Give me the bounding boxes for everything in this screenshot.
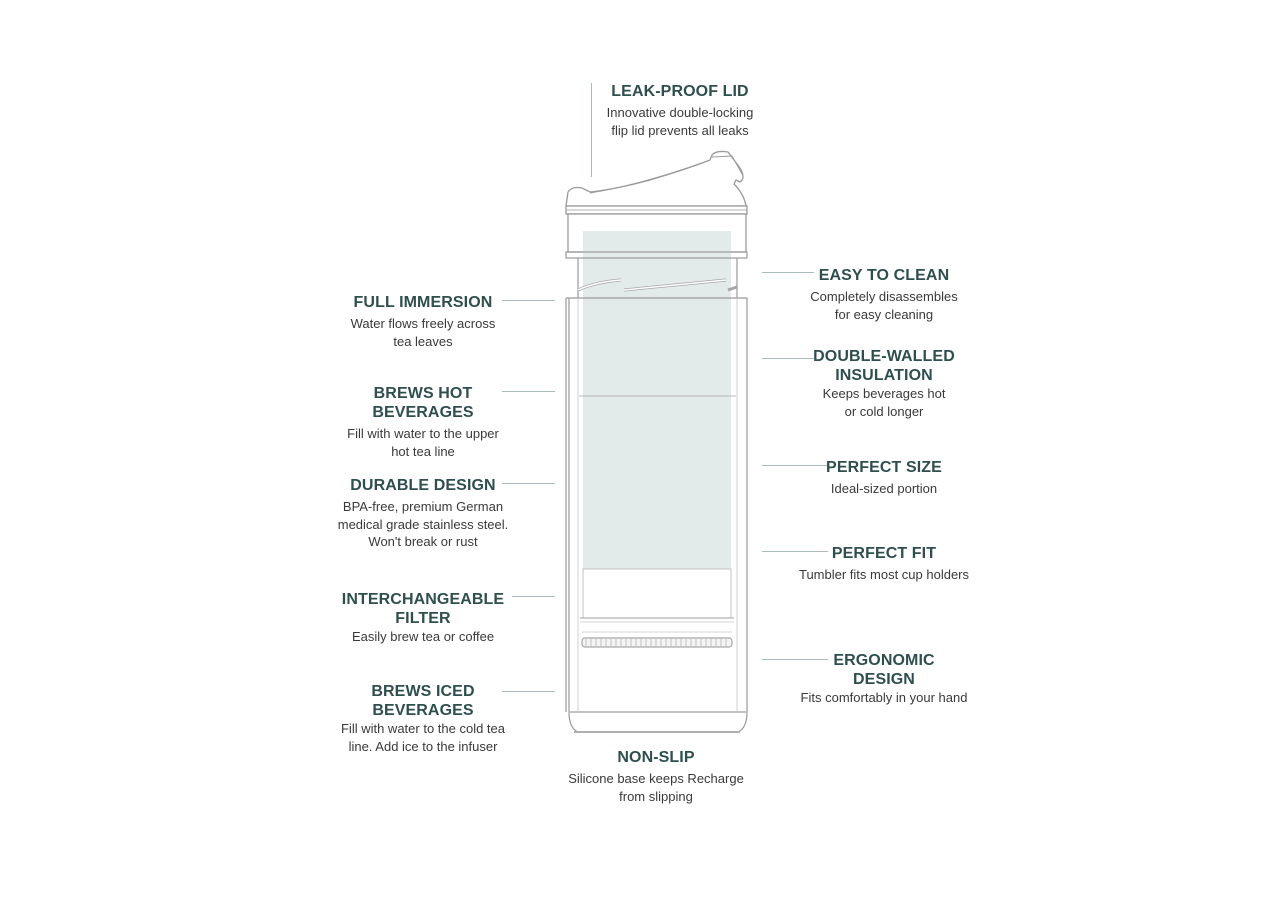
- callout-title: ERGONOMIC DESIGN: [774, 651, 994, 689]
- desc-line: Won't break or rust: [368, 534, 478, 549]
- title-line: INSULATION: [835, 367, 933, 384]
- desc-line: for easy cleaning: [834, 306, 934, 322]
- desc-line: hot tea line: [391, 443, 455, 459]
- desc-line: medical grade stainless steel.: [337, 516, 509, 532]
- desc-line: Fill with water to the cold tea: [340, 721, 506, 736]
- desc-line: Completely disassembles: [810, 289, 958, 304]
- callout-perfect-size: PERFECT SIZE Ideal-sized portion: [774, 458, 994, 498]
- desc-line: flip lid prevents all leaks: [611, 122, 749, 138]
- filter-ring: [581, 637, 733, 648]
- callout-brews-iced: BREWS ICED BEVERAGES Fill with water to …: [313, 682, 533, 755]
- callout-title: DOUBLE-WALLED INSULATION: [774, 347, 994, 385]
- desc-line: from slipping: [619, 788, 693, 804]
- title-line: INTERCHANGEABLE: [341, 591, 505, 608]
- desc-line: Innovative double-locking: [606, 105, 754, 120]
- title-line: BREWS HOT: [373, 385, 473, 402]
- leader-line-full-immersion: [502, 300, 555, 301]
- title-line: BEVERAGES: [372, 404, 474, 421]
- leader-line-perfect-fit: [762, 551, 828, 552]
- title-line: BREWS ICED: [371, 683, 475, 700]
- leader-line-ergonomic: [762, 659, 828, 660]
- callout-ergonomic-design: ERGONOMIC DESIGN Fits comfortably in you…: [774, 651, 994, 707]
- leader-line-double-walled: [762, 358, 814, 359]
- desc-line: Fits comfortably in your hand: [800, 690, 968, 705]
- leader-line-brews-iced: [502, 691, 555, 692]
- callout-title: PERFECT FIT: [831, 545, 937, 562]
- callout-description: Fits comfortably in your hand: [774, 689, 994, 707]
- callout-double-walled-insulation: DOUBLE-WALLED INSULATION Keeps beverages…: [774, 347, 994, 420]
- callout-description: Fill with water to the cold tea line. Ad…: [313, 720, 533, 755]
- leader-line-brews-hot: [502, 391, 555, 392]
- desc-line: or cold longer: [844, 403, 924, 419]
- desc-line: Tumbler fits most cup holders: [798, 567, 970, 582]
- callout-title: PERFECT SIZE: [826, 459, 942, 476]
- callout-description: Easily brew tea or coffee: [313, 628, 533, 646]
- desc-line: Water flows freely across: [350, 316, 496, 331]
- flip-lid: [565, 150, 747, 207]
- callout-description: Fill with water to the upper hot tea lin…: [323, 425, 523, 460]
- callout-title: INTERCHANGEABLE FILTER: [313, 590, 533, 628]
- callout-title: DURABLE DESIGN: [350, 477, 496, 494]
- callout-brews-hot: BREWS HOT BEVERAGES Fill with water to t…: [323, 384, 523, 460]
- callout-non-slip: NON-SLIP Silicone base keeps Recharge fr…: [546, 748, 766, 805]
- callout-full-immersion: FULL IMMERSION Water flows freely across…: [323, 293, 523, 350]
- desc-line: Silicone base keeps Recharge: [568, 771, 744, 786]
- title-line: DESIGN: [853, 671, 915, 688]
- title-line: FILTER: [395, 610, 451, 627]
- callout-title: BREWS HOT BEVERAGES: [323, 384, 523, 422]
- callout-title: BREWS ICED BEVERAGES: [313, 682, 533, 720]
- desc-line: BPA-free, premium German: [342, 499, 504, 514]
- leader-line-easy-to-clean: [762, 272, 814, 273]
- callout-perfect-fit: PERFECT FIT Tumbler fits most cup holder…: [774, 544, 994, 584]
- callout-leak-proof-lid: LEAK-PROOF LID Innovative double-locking…: [580, 82, 780, 139]
- leader-line-interchangeable-filter: [512, 596, 555, 597]
- desc-line: Ideal-sized portion: [830, 481, 938, 496]
- desc-line: Easily brew tea or coffee: [351, 629, 495, 644]
- callout-description: Ideal-sized portion: [774, 480, 994, 498]
- desc-line: Keeps beverages hot: [822, 386, 946, 401]
- title-line: BEVERAGES: [372, 702, 474, 719]
- callout-easy-to-clean: EASY TO CLEAN Completely disassembles fo…: [774, 266, 994, 323]
- callout-description: Innovative double-locking flip lid preve…: [580, 104, 780, 139]
- desc-line: Fill with water to the upper: [347, 426, 499, 441]
- title-line: DOUBLE-WALLED: [813, 348, 955, 365]
- callout-description: Water flows freely across tea leaves: [323, 315, 523, 350]
- callout-description: BPA-free, premium German medical grade s…: [313, 498, 533, 551]
- callout-title: LEAK-PROOF LID: [611, 83, 749, 100]
- desc-line: line. Add ice to the infuser: [348, 738, 498, 754]
- title-line: ERGONOMIC: [833, 652, 935, 669]
- leader-line-lid: [591, 83, 592, 177]
- leader-line-perfect-size: [762, 465, 828, 466]
- callout-title: EASY TO CLEAN: [818, 267, 950, 284]
- callout-description: Completely disassembles for easy cleanin…: [774, 288, 994, 323]
- callout-interchangeable-filter: INTERCHANGEABLE FILTER Easily brew tea o…: [313, 590, 533, 646]
- callout-durable-design: DURABLE DESIGN BPA-free, premium German …: [313, 476, 533, 551]
- leader-line-durable-design: [502, 483, 555, 484]
- desc-line: tea leaves: [393, 333, 453, 349]
- callout-description: Keeps beverages hot or cold longer: [774, 385, 994, 420]
- callout-description: Tumbler fits most cup holders: [774, 566, 994, 584]
- callout-title: NON-SLIP: [617, 749, 695, 766]
- callout-description: Silicone base keeps Recharge from slippi…: [546, 770, 766, 805]
- callout-title: FULL IMMERSION: [353, 294, 493, 311]
